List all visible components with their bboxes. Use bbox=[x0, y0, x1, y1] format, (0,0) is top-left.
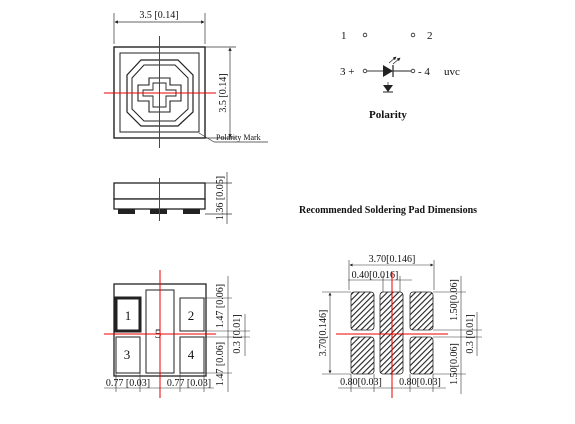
lens-octagon-inner bbox=[131, 64, 189, 122]
pad-2 bbox=[179, 297, 205, 332]
lens-octagon-outer bbox=[126, 59, 194, 127]
solder-left-width-label: 0.80[0.03] bbox=[340, 377, 382, 388]
bottom-gap-label: 0.3 [0.01] bbox=[232, 314, 243, 353]
polarity-mark-label: Polarity Mark bbox=[216, 133, 261, 142]
polarity-diagram: 1 2 3 + - 4 uvc Polarity bbox=[340, 30, 460, 121]
pad-4-label: 4 bbox=[188, 347, 195, 362]
pin-2-label: 2 bbox=[427, 30, 433, 42]
pin-1-label: 1 bbox=[341, 30, 347, 42]
solder-pad-height-upper: 1.50[0.06] bbox=[449, 279, 460, 321]
solder-total-width-label: 3.70[0.146] bbox=[369, 254, 416, 265]
pin-2-dot bbox=[410, 32, 416, 38]
pad-1 bbox=[114, 296, 142, 333]
pad-3-label: 3 bbox=[124, 347, 131, 362]
polarity-title: Polarity bbox=[369, 109, 407, 121]
top-height-label: 3.5 [0.14] bbox=[218, 73, 229, 112]
solder-gap-label: 0.3 [0.01] bbox=[465, 314, 476, 353]
solder-total-height-label: 3.70[0.146] bbox=[318, 310, 329, 357]
side-height-label: 1.36 [0.05] bbox=[215, 176, 226, 220]
top-view: 3.5 [0.14] 3.5 [0.14] Polarity Mark bbox=[104, 10, 268, 148]
bottom-left-width: 0.77 [0.03] bbox=[106, 378, 150, 389]
uvc-label: uvc bbox=[444, 66, 460, 78]
side-view: 1.36 [0.05] bbox=[113, 172, 232, 224]
pin-4-label: - 4 bbox=[418, 66, 430, 78]
pin-1-dot bbox=[362, 32, 368, 38]
solder-right-width-label: 0.80[0.03] bbox=[399, 377, 441, 388]
top-width-label: 3.5 [0.14] bbox=[139, 10, 178, 21]
bottom-right-width: 0.77 [0.03] bbox=[167, 378, 211, 389]
polarity-mark-leader bbox=[198, 132, 215, 143]
solder-pad-height-lower: 1.50[0.06] bbox=[449, 343, 460, 385]
solder-pad-2 bbox=[409, 291, 434, 331]
bottom-view: 1 3 5 2 4 1.47 [0.06] 1.47 [0.06] 0.3 [0… bbox=[104, 270, 250, 398]
bottom-pad-height-upper: 1.47 [0.06] bbox=[215, 284, 226, 328]
solder-pad-1 bbox=[350, 291, 375, 331]
pad-1-label: 1 bbox=[125, 308, 132, 323]
pad-4 bbox=[179, 336, 205, 374]
solder-pad-3 bbox=[350, 336, 375, 375]
pin-3-label: 3 + bbox=[340, 66, 354, 78]
die-shape bbox=[137, 77, 182, 113]
pad-2-label: 2 bbox=[188, 308, 195, 323]
bottom-pad-height-lower: 1.47 [0.06] bbox=[215, 342, 226, 386]
solder-center-width-label: 0.40[0.016] bbox=[352, 270, 399, 281]
led-diode-symbol bbox=[383, 65, 393, 77]
zener-diode-symbol bbox=[383, 85, 393, 92]
pad-3 bbox=[115, 336, 141, 374]
solder-pad-4 bbox=[409, 336, 434, 375]
solder-pad-layout: 3.70[0.146] 0.40[0.016] 3.70[0.146] 1.50… bbox=[318, 254, 482, 398]
pad-section-title: Recommended Soldering Pad Dimensions bbox=[299, 205, 477, 216]
